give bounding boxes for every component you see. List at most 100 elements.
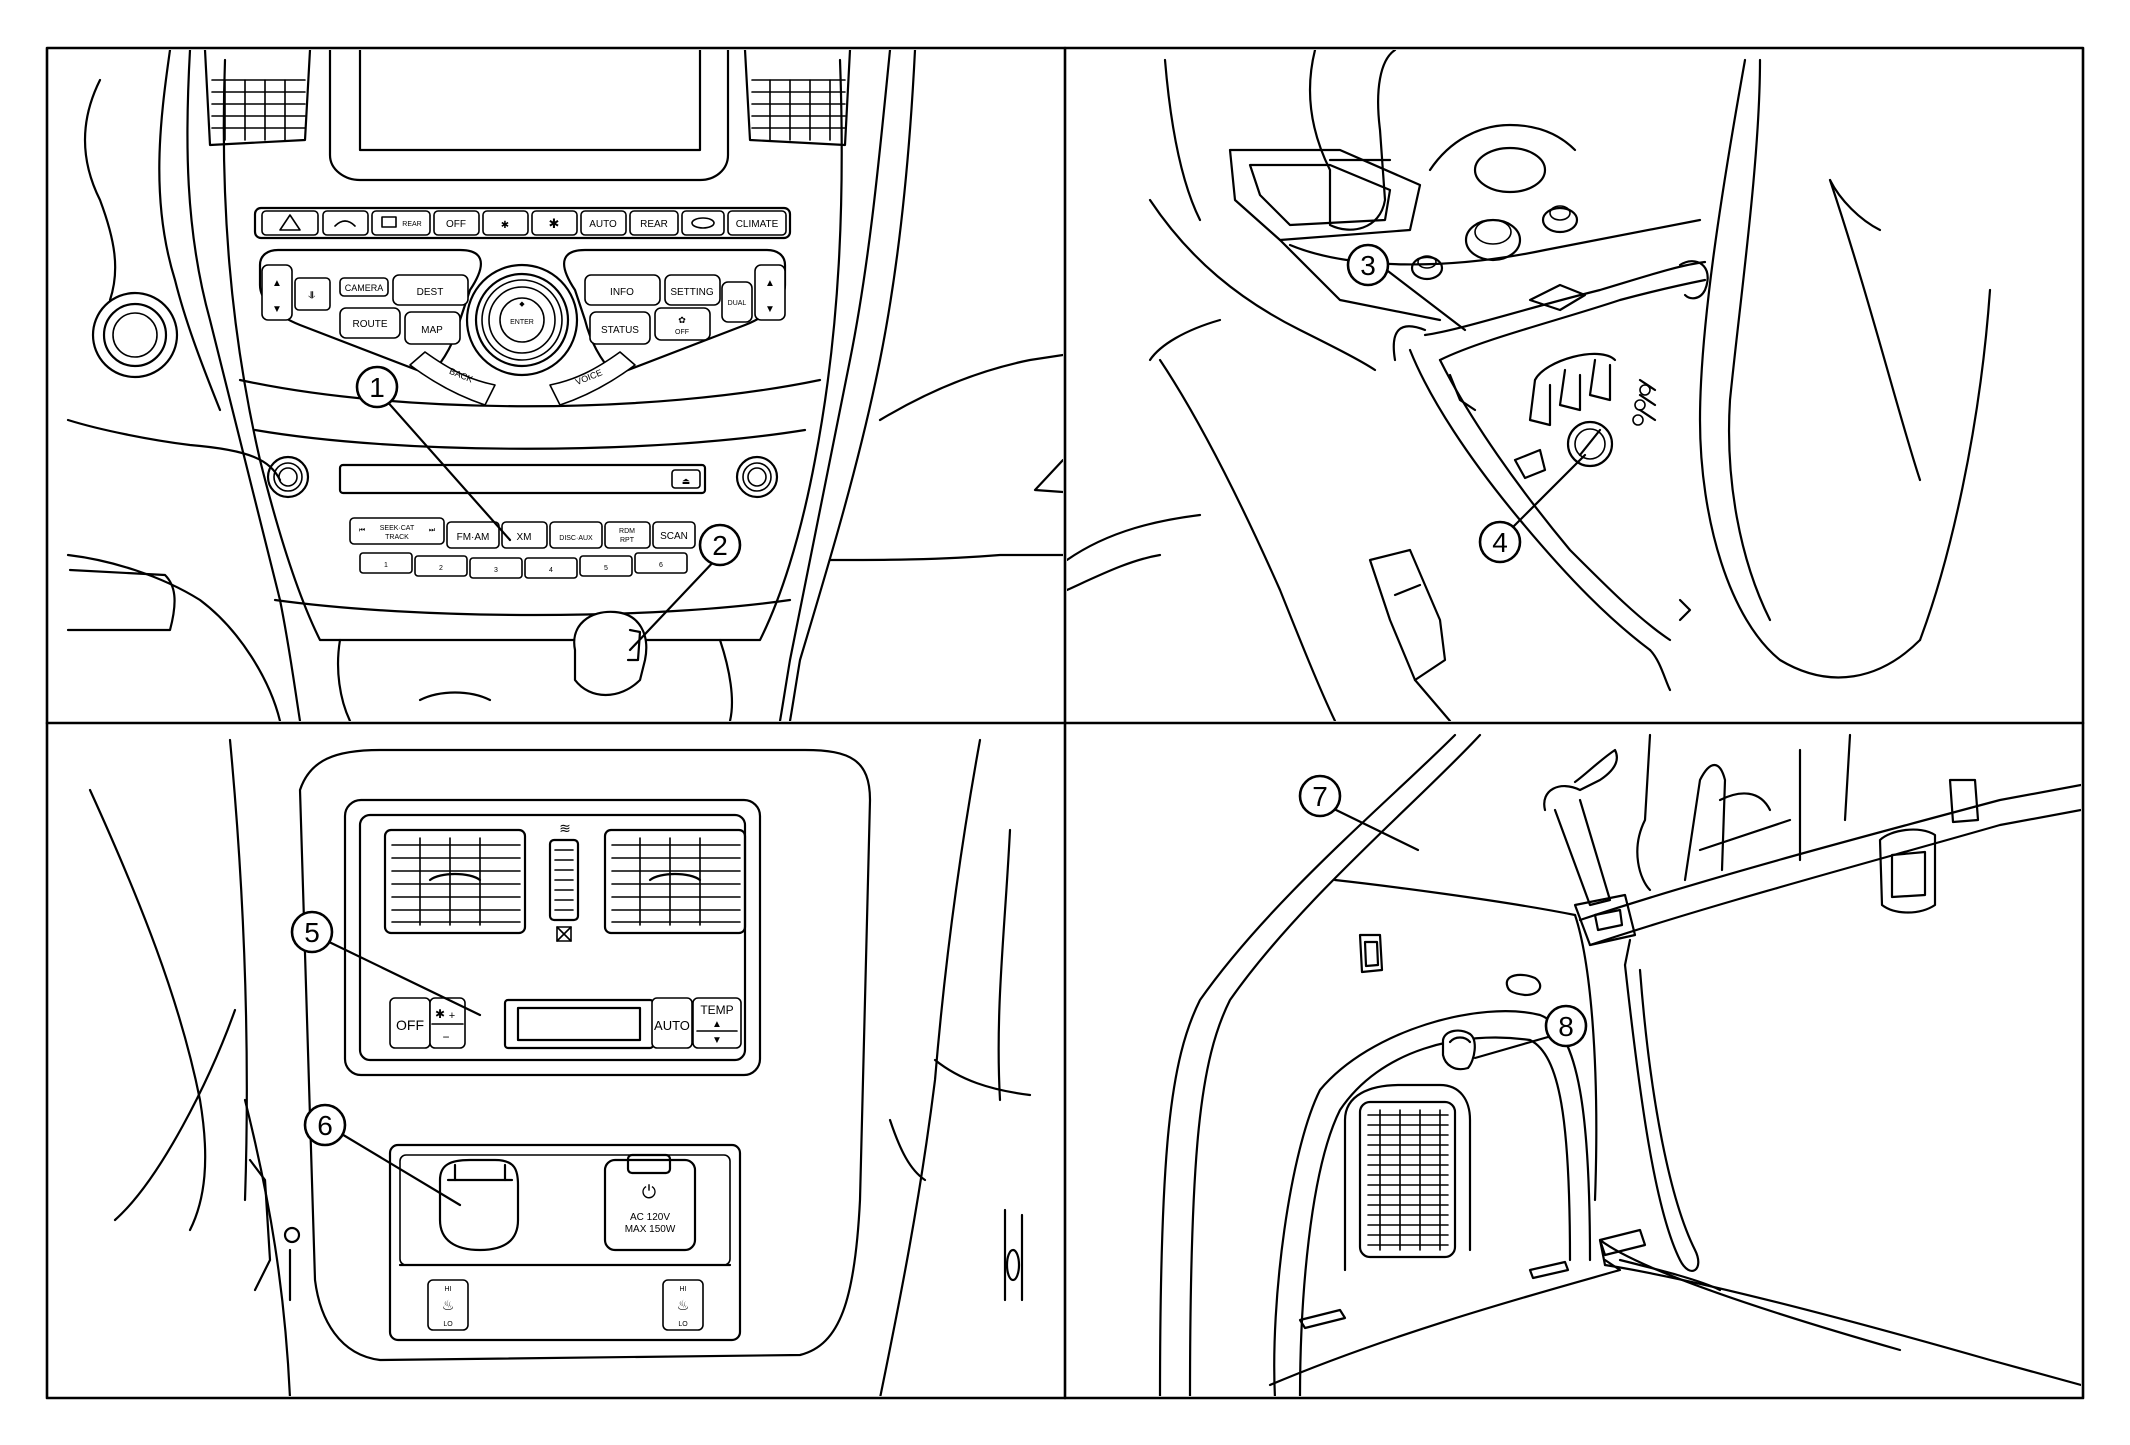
fan-down-icon: ✱ bbox=[501, 220, 509, 231]
cargo-side-vent bbox=[1343, 1083, 1472, 1272]
cargo-power-outlet[interactable] bbox=[1441, 1029, 1476, 1071]
right-center-vent bbox=[743, 50, 852, 147]
seek-back-icon: ⏮ bbox=[359, 527, 365, 534]
defrost-icon bbox=[334, 220, 356, 227]
left-temp-rocker[interactable] bbox=[261, 264, 293, 321]
display-off-button[interactable] bbox=[654, 307, 711, 341]
climate-rear-button[interactable] bbox=[629, 210, 679, 236]
callout-6-label: 6 bbox=[317, 1110, 333, 1141]
rear-power-outlet[interactable] bbox=[438, 1158, 520, 1252]
controller-up-icon: ◆ bbox=[519, 301, 525, 308]
seat-air-button[interactable] bbox=[294, 277, 331, 311]
preset-button-1[interactable] bbox=[359, 552, 413, 574]
rear-defrost-label: REAR bbox=[402, 221, 421, 228]
preset-button-6[interactable] bbox=[634, 552, 688, 574]
info-button[interactable] bbox=[584, 274, 661, 306]
navigation-controls: ▲ ▼ ⥥ CAMERA DEST ROUTE MAP BACK bbox=[258, 248, 787, 406]
left-temp-up-icon: ▲ bbox=[272, 278, 282, 289]
left-temp-down-icon: ▼ bbox=[272, 304, 282, 315]
callout-5: 5 bbox=[290, 910, 334, 954]
rear-climate-controls: OFF ✱ + − AUTO TEMP ▲ ▼ bbox=[389, 997, 742, 1050]
status-button[interactable] bbox=[589, 311, 651, 345]
preset-buttons: 1 2 3 4 5 6 bbox=[359, 552, 688, 579]
climate-auto-button[interactable] bbox=[580, 210, 627, 236]
display-off-icon: ✿ bbox=[678, 315, 686, 325]
map-button[interactable] bbox=[404, 311, 461, 345]
defrost-button[interactable] bbox=[322, 210, 369, 236]
fan-down-button[interactable] bbox=[482, 210, 529, 236]
map-label: MAP bbox=[421, 325, 443, 336]
rear-temp-up-icon: ▲ bbox=[712, 1019, 722, 1030]
xm-button[interactable] bbox=[501, 521, 548, 549]
xm-label: XM bbox=[517, 532, 532, 543]
multi-function-controller[interactable]: ENTER ◆ bbox=[465, 263, 579, 377]
front-power-outlet[interactable] bbox=[573, 610, 648, 697]
left-seat-heater-switch[interactable]: HI ♨ LO bbox=[427, 1279, 469, 1331]
rear-temp-down-icon: ▼ bbox=[712, 1035, 722, 1046]
track-label: TRACK bbox=[385, 534, 409, 541]
callout-2: 2 bbox=[698, 523, 742, 567]
eject-button[interactable] bbox=[671, 469, 701, 489]
right-temp-rocker[interactable] bbox=[754, 264, 786, 321]
callout-2-label: 2 bbox=[712, 530, 728, 561]
scan-label: SCAN bbox=[660, 531, 688, 542]
rear-fan-plus-label: + bbox=[449, 1010, 455, 1022]
rear-fan-icon: ✱ bbox=[435, 1007, 445, 1021]
preset-button-3[interactable] bbox=[469, 557, 523, 579]
seat-release-strap[interactable] bbox=[1623, 938, 1700, 1272]
rear-temp-button[interactable] bbox=[692, 997, 742, 1049]
disc-aux-button[interactable] bbox=[549, 521, 603, 549]
callout-4-label: 4 bbox=[1492, 527, 1508, 558]
rear-outlet-bezel bbox=[388, 1143, 742, 1342]
right-seat-heater-switch[interactable]: HI ♨ LO bbox=[662, 1279, 704, 1331]
console-power-outlet[interactable] bbox=[1566, 420, 1614, 468]
callout-3-label: 3 bbox=[1360, 250, 1376, 281]
seek-forward-icon: ⏭ bbox=[429, 527, 436, 534]
volume-knob[interactable] bbox=[266, 455, 310, 499]
scan-button[interactable] bbox=[652, 521, 696, 549]
preset-button-4[interactable] bbox=[524, 557, 578, 579]
fan-up-icon: ✱ bbox=[549, 216, 560, 231]
vent-closed-icon bbox=[556, 926, 572, 942]
tune-knob[interactable] bbox=[735, 455, 779, 499]
callout-7: 7 bbox=[1298, 774, 1342, 818]
rdm-rpt-button[interactable] bbox=[604, 521, 651, 549]
panel-front-center-console: REAR OFF ✱ ✱ AUTO REAR CLIMATE bbox=[66, 50, 1063, 721]
rear-off-label: OFF bbox=[396, 1017, 424, 1033]
airflow-icon: ≋ bbox=[559, 820, 571, 836]
rdm-label: RDM bbox=[619, 528, 635, 535]
preset-label-1: 1 bbox=[384, 562, 388, 569]
ac-outlet-voltage-label: AC 120V bbox=[630, 1212, 670, 1223]
navigation-display bbox=[328, 50, 730, 182]
route-button[interactable] bbox=[339, 307, 401, 339]
climate-control-strip: REAR OFF ✱ ✱ AUTO REAR CLIMATE bbox=[253, 206, 792, 240]
preset-button-2[interactable] bbox=[414, 555, 468, 577]
voice-button[interactable] bbox=[549, 351, 636, 406]
rear-left-vent[interactable] bbox=[383, 828, 527, 935]
seat-air-icon: ⥥ bbox=[307, 291, 316, 302]
recirculation-button[interactable] bbox=[681, 210, 725, 236]
rear-fan-button[interactable] bbox=[429, 997, 466, 1049]
dual-button[interactable] bbox=[721, 281, 753, 323]
dest-button[interactable] bbox=[392, 274, 469, 306]
climate-off-label: OFF bbox=[446, 219, 466, 230]
preset-button-5[interactable] bbox=[579, 555, 633, 577]
fm-am-button[interactable] bbox=[446, 521, 500, 549]
rear-vent-thumbwheel[interactable]: ≋ bbox=[548, 820, 580, 942]
climate-button[interactable] bbox=[727, 210, 787, 236]
diagram-frame bbox=[45, 46, 2085, 1400]
climate-off-button[interactable] bbox=[433, 210, 480, 236]
info-label: INFO bbox=[610, 287, 634, 298]
seek-track-button[interactable] bbox=[349, 517, 445, 545]
rear-right-vent[interactable] bbox=[603, 828, 747, 935]
camera-button[interactable] bbox=[339, 277, 389, 297]
hazard-button[interactable] bbox=[261, 210, 319, 236]
rear-auto-button[interactable] bbox=[651, 997, 693, 1049]
status-label: STATUS bbox=[601, 325, 639, 336]
fan-up-button[interactable] bbox=[531, 210, 578, 236]
ac-120v-outlet[interactable]: ⏻ AC 120V MAX 150W bbox=[603, 1153, 697, 1252]
ac-outlet-wattage-label: MAX 150W bbox=[625, 1224, 676, 1235]
setting-button[interactable] bbox=[664, 274, 721, 306]
callout-1: 1 bbox=[355, 365, 399, 409]
back-button[interactable] bbox=[409, 351, 496, 406]
